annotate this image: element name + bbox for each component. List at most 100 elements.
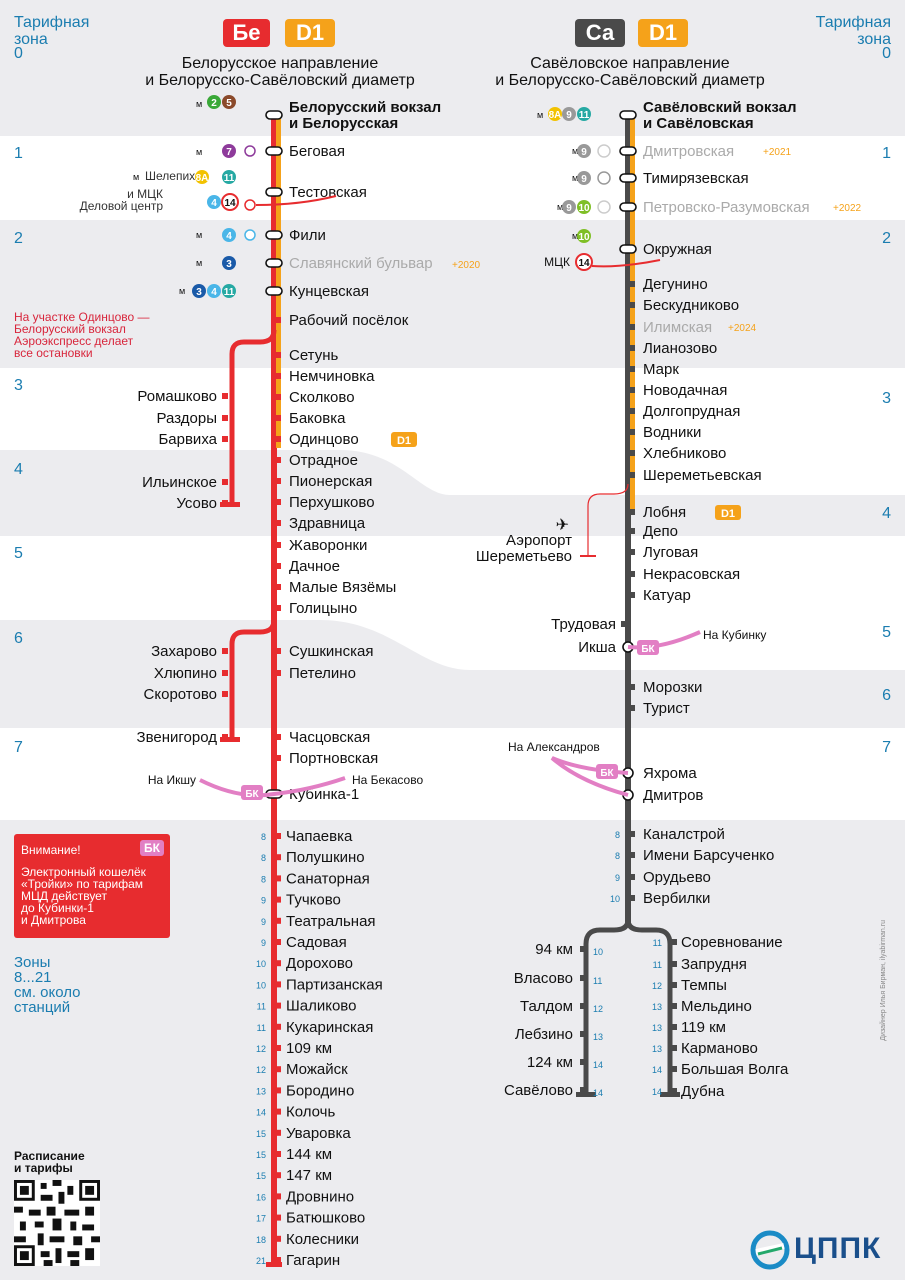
sav-right-station-label[interactable]: Большая Волга [681, 1061, 789, 1078]
bel-station-label[interactable]: Баковка [289, 410, 346, 427]
sav-station-label[interactable]: Катуар [643, 587, 691, 604]
sav-right-station-label[interactable]: Карманово [681, 1040, 758, 1057]
bel-far-station-label[interactable]: Дровнино [286, 1188, 354, 1205]
sav-left-station-label[interactable]: Савёлово [504, 1082, 573, 1099]
bel-station-marker[interactable] [265, 286, 283, 296]
bel-station-label[interactable]: Сушкинская [289, 643, 373, 660]
bel-far-station-label[interactable]: 147 км [286, 1167, 332, 1184]
sav-station-label[interactable]: Луговая [643, 544, 698, 561]
bel-station-marker[interactable] [265, 230, 283, 240]
sav-station-label[interactable]: Новодачная [643, 382, 727, 399]
sav-station-label[interactable]: Яхрома [643, 765, 697, 782]
sav-station-label[interactable]: Икша [578, 639, 616, 656]
sav-left-station-label[interactable]: 124 км [527, 1054, 573, 1071]
sav-station-label[interactable]: Лианозово [643, 340, 717, 357]
sav-station-label[interactable]: Турист [643, 700, 690, 717]
sav-station-marker[interactable] [619, 244, 637, 254]
bel-station-label[interactable]: Тестовская [289, 184, 367, 201]
zveni-station-label[interactable]: Скоротово [144, 686, 217, 703]
usovo-station-label[interactable]: Ильинское [142, 474, 217, 491]
bel-station-label[interactable]: Одинцово [289, 431, 359, 448]
sav-left-station-label[interactable]: Лебзино [515, 1026, 573, 1043]
sav-station-label[interactable]: Дмитров [643, 787, 703, 804]
bel-station-label[interactable]: Фили [289, 227, 326, 244]
bel-station-label[interactable]: Портновская [289, 750, 378, 767]
sav-right-station-label[interactable]: Темпы [681, 977, 727, 994]
sav-station-label[interactable]: Депо [643, 523, 678, 540]
zveni-station-label[interactable]: Звенигород [137, 729, 218, 746]
bel-station-label[interactable]: Жаворонки [289, 537, 367, 554]
bel-far-station-label[interactable]: Тучково [286, 892, 341, 909]
sav-station-label[interactable]: Лобня [643, 504, 686, 521]
bel-far-station-label[interactable]: Полушкино [286, 849, 365, 866]
sav-station-label[interactable]: Долгопрудная [643, 403, 740, 420]
sav-station-label[interactable]: Дмитровская [643, 143, 734, 160]
bel-station-label[interactable]: Малые Вязёмы [289, 579, 396, 596]
sav-station-label[interactable]: Шереметьевская [643, 467, 762, 484]
bel-far-station-label[interactable]: Театральная [286, 913, 376, 930]
qr-code-icon[interactable] [14, 1180, 100, 1266]
bel-far-station-label[interactable]: Гагарин [286, 1252, 340, 1269]
bel-station-label[interactable]: Сколково [289, 389, 355, 406]
bel-far-station-label[interactable]: Дорохово [286, 955, 353, 972]
sav-station-label[interactable]: Хлебниково [643, 445, 726, 462]
sav-station-marker[interactable] [619, 146, 637, 156]
bel-far-station-label[interactable]: Колочь [286, 1104, 335, 1121]
bel-station-marker[interactable] [265, 110, 283, 120]
bel-station-label[interactable]: Пионерская [289, 473, 372, 490]
sav-right-station-label[interactable]: Мельдино [681, 998, 752, 1015]
bel-station-marker[interactable] [265, 146, 283, 156]
bel-far-station-label[interactable]: Бородино [286, 1082, 354, 1099]
bel-station-label[interactable]: Голицыно [289, 600, 357, 617]
usovo-station-label[interactable]: Ромашково [137, 388, 217, 405]
sav-station-marker[interactable] [619, 110, 637, 120]
bel-far-station-label[interactable]: Санаторная [286, 870, 370, 887]
sav-station-label[interactable]: Марк [643, 361, 679, 378]
sav-station-label[interactable]: Морозки [643, 679, 702, 696]
sav-station-marker[interactable] [619, 202, 637, 212]
sav-station-label[interactable]: Тимирязевская [643, 170, 749, 187]
bel-far-station-label[interactable]: Чапаевка [286, 828, 353, 845]
sav-station-label[interactable]: Некрасовская [643, 566, 740, 583]
bel-far-station-label[interactable]: Шаликово [286, 998, 356, 1015]
usovo-station-label[interactable]: Барвиха [158, 431, 217, 448]
sav-station-label[interactable]: Дегунино [643, 276, 708, 293]
zveni-station-label[interactable]: Захарово [151, 643, 217, 660]
bel-station-label[interactable]: Часцовская [289, 729, 370, 746]
sav-left-station-label[interactable]: Талдом [520, 998, 573, 1015]
sav-station-label[interactable]: Петровско-Разумовская [643, 199, 810, 216]
sav-station-label[interactable]: Водники [643, 424, 701, 441]
sav-station-marker[interactable] [619, 173, 637, 183]
sav-station-label[interactable]: Орудьево [643, 869, 711, 886]
bel-station-label[interactable]: Кунцевская [289, 283, 369, 300]
bel-far-station-label[interactable]: Батюшково [286, 1210, 365, 1227]
bel-station-label[interactable]: Рабочий посёлок [289, 312, 409, 329]
bel-far-station-label[interactable]: 109 км [286, 1040, 332, 1057]
bel-far-station-label[interactable]: Партизанская [286, 976, 383, 993]
sav-right-station-label[interactable]: Соревнование [681, 934, 783, 951]
bel-station-label[interactable]: Здравница [289, 515, 366, 532]
sav-station-label[interactable]: Окружная [643, 241, 712, 258]
sav-station-label[interactable]: Вербилки [643, 890, 710, 907]
bel-station-marker[interactable] [265, 258, 283, 268]
bel-station-label[interactable]: Петелино [289, 665, 356, 682]
bel-station-label[interactable]: Немчиновка [289, 368, 375, 385]
sav-station-label[interactable]: Илимская [643, 319, 712, 336]
sav-station-label[interactable]: Имени Барсученко [643, 847, 774, 864]
sav-station-label[interactable]: Трудовая [551, 616, 616, 633]
bel-station-marker[interactable] [265, 187, 283, 197]
bel-station-label[interactable]: Беговая [289, 143, 345, 160]
bel-station-label[interactable]: Перхушково [289, 494, 375, 511]
bel-far-station-label[interactable]: Уваровка [286, 1125, 351, 1142]
bel-station-label[interactable]: Славянский бульвар [289, 255, 433, 272]
bel-station-label[interactable]: Дачное [289, 558, 340, 575]
usovo-station-label[interactable]: Усово [176, 495, 217, 512]
zveni-station-label[interactable]: Хлюпино [154, 665, 217, 682]
bel-far-station-label[interactable]: Садовая [286, 934, 347, 951]
sav-left-station-label[interactable]: 94 км [535, 941, 573, 958]
bel-far-station-label[interactable]: 144 км [286, 1146, 332, 1163]
sav-right-station-label[interactable]: Дубна [681, 1083, 725, 1100]
